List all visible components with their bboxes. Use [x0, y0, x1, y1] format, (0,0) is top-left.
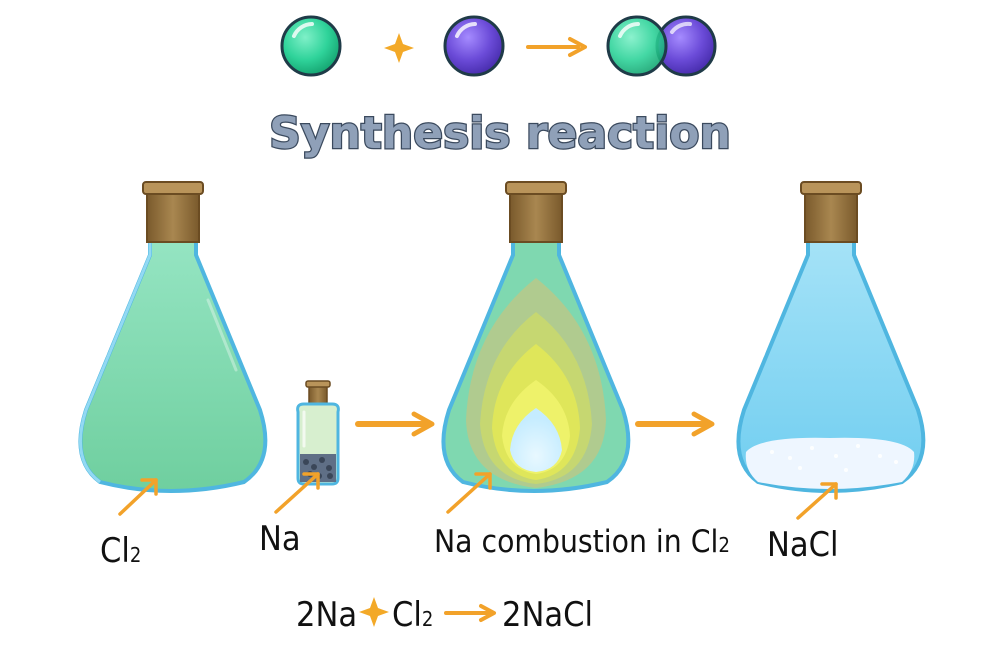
- pointer-arrow-sodium-icon: [274, 472, 320, 514]
- plus-sign-icon: [384, 33, 414, 63]
- sodium-bottle: [296, 380, 340, 486]
- reaction-arrow-icon: [526, 37, 587, 57]
- combustion-flask: [441, 181, 631, 493]
- pointer-arrow-chlorine-icon: [118, 478, 158, 516]
- equation-reactant-chlorine: Cl2: [392, 595, 433, 635]
- flame: [466, 278, 606, 488]
- green-atom-icon: [280, 15, 342, 77]
- chlorine-flask: [78, 181, 268, 493]
- pointer-arrow-combustion-icon: [446, 472, 492, 514]
- pointer-arrow-salt-icon: [796, 482, 838, 520]
- molecule-icon: [606, 15, 717, 77]
- equation-reactant-sodium: 2Na: [296, 595, 357, 635]
- process-arrow-2-icon: [635, 411, 715, 437]
- chemical-equation: 2Na Cl2 2NaCl: [296, 595, 593, 635]
- label-pointer-arrows: [118, 472, 838, 520]
- label-sodium: Na: [259, 519, 301, 559]
- purple-atom-icon: [443, 15, 505, 77]
- label-chlorine: Cl2: [100, 531, 141, 571]
- atom-reaction-scheme: [280, 15, 717, 77]
- equation-product: 2NaCl: [502, 595, 593, 635]
- page-title: Synthesis reaction: [269, 108, 731, 159]
- equation-arrow-icon: [444, 604, 496, 622]
- salt-crystals: [745, 437, 915, 489]
- process-arrow-1-icon: [355, 411, 435, 437]
- salt-flask: [736, 181, 926, 493]
- equation-plus-icon: [359, 597, 389, 627]
- label-salt: NaCl: [767, 525, 839, 565]
